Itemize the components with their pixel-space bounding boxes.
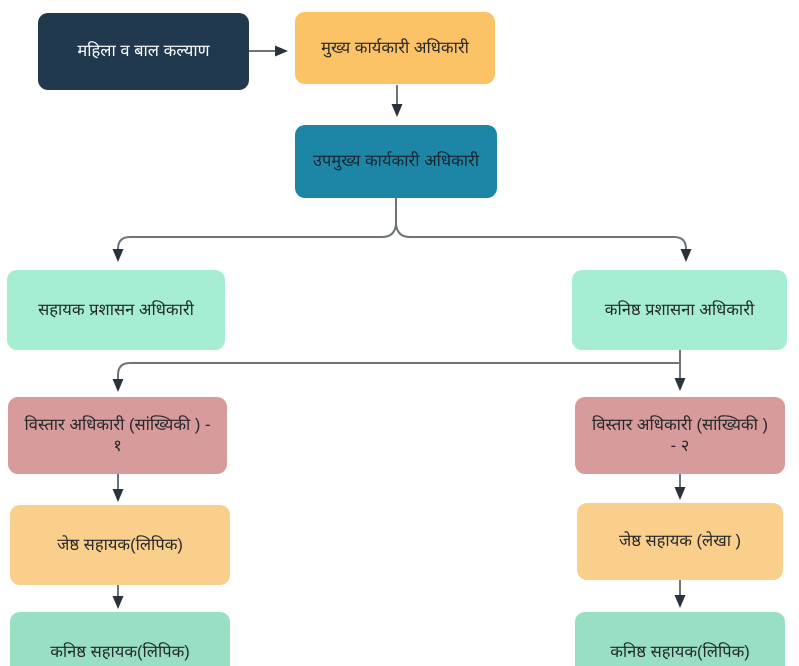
node-label: जेष्ठ सहायक(लिपिक) (57, 535, 183, 554)
node-label: महिला व बाल कल्याण (77, 42, 210, 61)
edge-junioradmin-ext1 (112, 362, 680, 392)
node-label: कनिष्ठ सहायक(लिपिक) (50, 642, 190, 661)
node-label: कनिष्ठ सहायक(लिपिक) (610, 642, 750, 661)
edge-deputy-junior-admin (395, 223, 692, 262)
node-senior-assistant-clerk[interactable]: जेष्ठ सहायक(लिपिक) (10, 505, 230, 585)
node-junior-admin-officer[interactable]: कनिष्ठ प्रशासना अधिकारी (572, 270, 787, 350)
node-women-child-welfare[interactable]: महिला व बाल कल्याण (38, 13, 249, 90)
node-extension-officer-statistics-1[interactable]: विस्तार अधिकारी (सांख्यिकी ) - १ (8, 397, 227, 474)
node-label: कनिष्ठ प्रशासना अधिकारी (604, 300, 755, 319)
node-extension-officer-statistics-2[interactable]: विस्तार अधिकारी (सांख्यिकी ) - २ (575, 397, 785, 474)
node-label: सहायक प्रशासन अधिकारी (38, 300, 194, 319)
node-label: उपमुख्य कार्यकारी अधिकारी (312, 152, 480, 171)
node-junior-assistant-clerk-right[interactable]: कनिष्ठ सहायक(लिपिक) (575, 612, 785, 666)
edge-deputy-assistant-admin (112, 223, 397, 262)
node-assistant-admin-officer[interactable]: सहायक प्रशासन अधिकारी (7, 270, 225, 350)
node-deputy-chief-executive-officer[interactable]: उपमुख्य कार्यकारी अधिकारी (295, 125, 497, 198)
node-junior-assistant-clerk-left[interactable]: कनिष्ठ सहायक(लिपिक) (10, 612, 230, 666)
node-label: विस्तार अधिकारी (सांख्यिकी ) - २ (592, 415, 768, 455)
node-chief-executive-officer[interactable]: मुख्य कार्यकारी अधिकारी (295, 12, 495, 84)
node-senior-assistant-accounts[interactable]: जेष्ठ सहायक (लेखा ) (577, 503, 783, 580)
node-label: मुख्य कार्यकारी अधिकारी (321, 38, 469, 57)
node-label: विस्तार अधिकारी (सांख्यिकी ) - १ (24, 415, 211, 455)
node-label: जेष्ठ सहायक (लेखा ) (618, 532, 742, 551)
